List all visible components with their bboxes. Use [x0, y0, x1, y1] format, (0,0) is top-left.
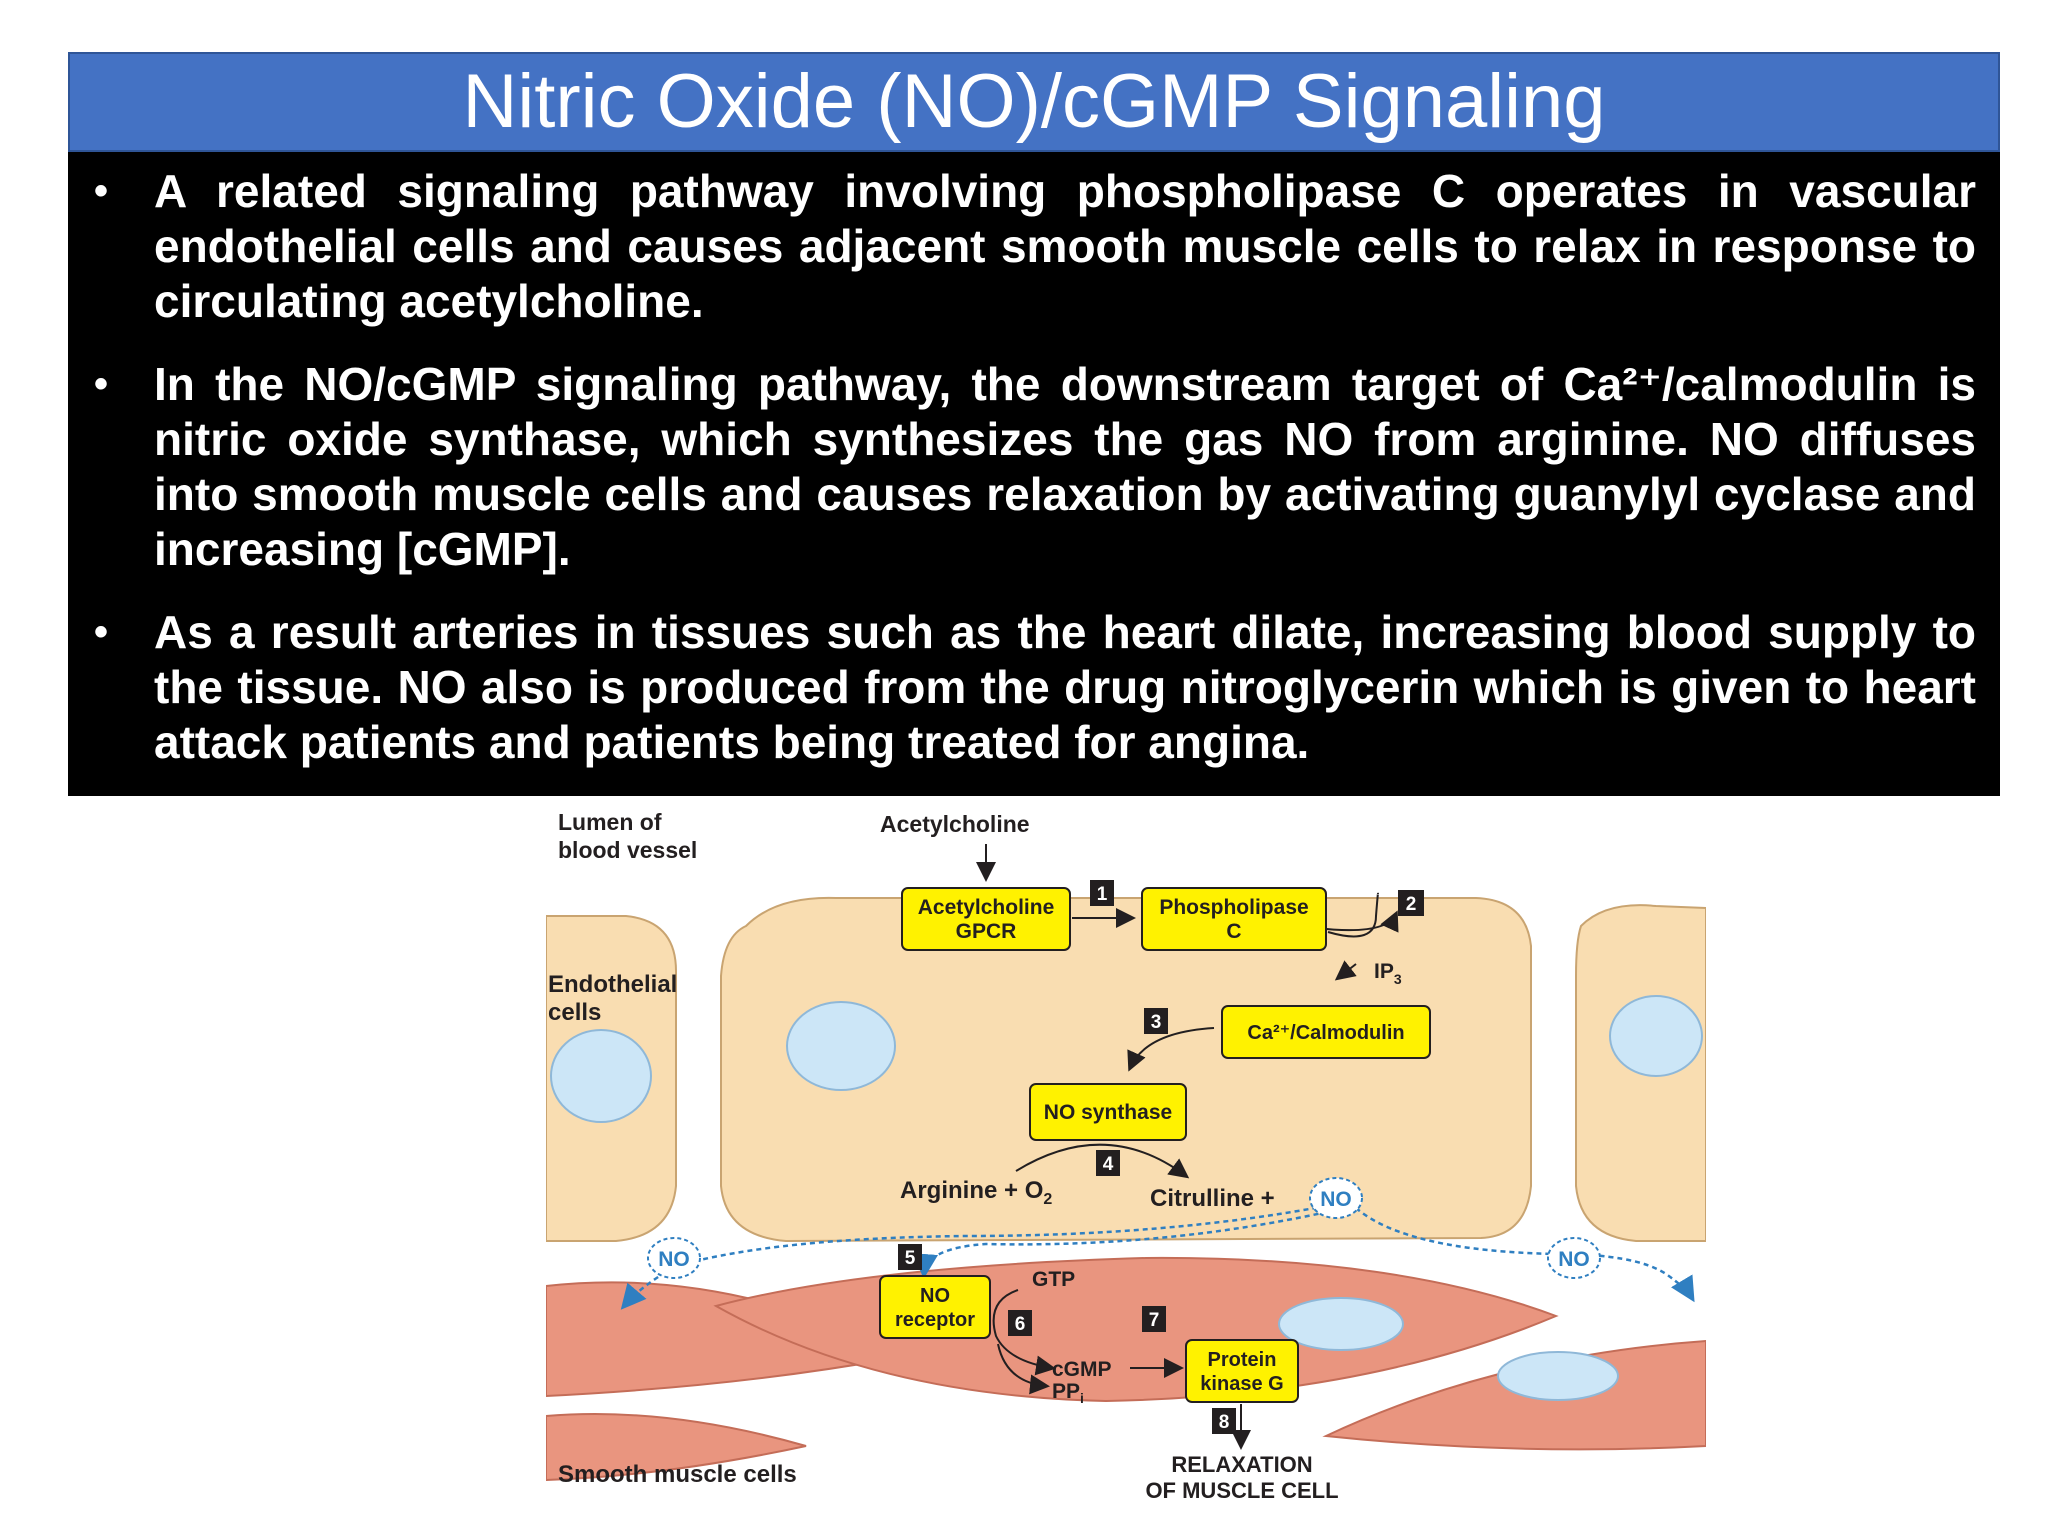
svg-text:4: 4	[1103, 1154, 1114, 1175]
svg-text:7: 7	[1149, 1310, 1160, 1331]
endothelial-label-line2: cells	[548, 999, 601, 1026]
bullet-1-text: A related signaling pathway involving ph…	[154, 165, 1976, 327]
no-receptor-label-line2: receptor	[895, 1309, 975, 1331]
gpcr-label-line2: GPCR	[956, 920, 1017, 943]
step-badge-3: 3	[1144, 1008, 1168, 1034]
svg-text:3: 3	[1151, 1012, 1162, 1033]
svg-text:NO: NO	[1558, 1248, 1590, 1271]
svg-text:8: 8	[1219, 1412, 1230, 1433]
arrow-plc-to-ip3	[1327, 892, 1379, 938]
bullet-panel: • A related signaling pathway involving …	[68, 152, 2000, 796]
step-badge-1: 1	[1090, 880, 1114, 906]
pathway-svg: Acetylcholine GPCR Phospholipase C Ca²⁺/…	[545, 796, 1707, 1508]
svg-text:5: 5	[905, 1248, 916, 1269]
relaxation-label-line2: OF MUSCLE CELL	[1145, 1478, 1338, 1503]
gtp-label: GTP	[1032, 1268, 1075, 1291]
nucleus-left	[550, 1029, 652, 1123]
arginine-label: Arginine + O2	[900, 1177, 1052, 1208]
box-phospholipase-c: Phospholipase C	[1141, 887, 1327, 951]
svg-text:1: 1	[1097, 884, 1108, 905]
bullet-3-text: As a result arteries in tissues such as …	[154, 606, 1976, 768]
nucleus-center	[786, 1001, 896, 1091]
slide-title: Nitric Oxide (NO)/cGMP Signaling	[68, 52, 2000, 152]
box-no-receptor: NO receptor	[879, 1275, 991, 1339]
bullet-2: • In the NO/cGMP signaling pathway, the …	[94, 357, 1976, 577]
endothelial-label-line1: Endothelial	[548, 971, 677, 998]
muscle-nucleus-right	[1497, 1351, 1619, 1401]
plc-label-line2: C	[1226, 920, 1241, 943]
calmodulin-label: Ca²⁺/Calmodulin	[1247, 1022, 1404, 1044]
lumen-label-line2: blood vessel	[558, 837, 697, 863]
muscle-nucleus-center	[1278, 1297, 1404, 1351]
no-bubble-citrulline: NO	[1309, 1177, 1363, 1219]
box-acetylcholine-gpcr: Acetylcholine GPCR	[901, 887, 1071, 951]
nucleus-right	[1609, 995, 1703, 1077]
relaxation-label-line1: RELAXATION	[1171, 1452, 1312, 1477]
svg-text:NO: NO	[658, 1248, 690, 1271]
acetylcholine-label: Acetylcholine	[880, 811, 1030, 837]
pkg-label-line2: kinase G	[1200, 1373, 1283, 1395]
plc-label-line1: Phospholipase	[1159, 896, 1308, 919]
step-badge-5: 5	[898, 1244, 922, 1270]
arrow-gtp-to-cgmp	[992, 1289, 1056, 1376]
bullet-dot: •	[94, 610, 109, 654]
endothelial-cell-center	[720, 896, 1532, 1243]
bullet-1: • A related signaling pathway involving …	[94, 164, 1976, 329]
smooth-muscle-label: Smooth muscle cells	[558, 1461, 797, 1488]
step-badge-4: 4	[1096, 1150, 1120, 1176]
arrow-ip3-to-calmodulin	[1334, 960, 1357, 981]
no-bubble-left: NO	[647, 1237, 701, 1279]
no-diffusion-center	[913, 1208, 1337, 1279]
box-protein-kinase-g: Protein kinase G	[1185, 1339, 1299, 1403]
bullet-2-text: In the NO/cGMP signaling pathway, the do…	[154, 358, 1976, 575]
citrulline-label: Citrulline +	[1150, 1185, 1275, 1212]
ip3-label: IP3	[1374, 960, 1402, 987]
smooth-muscle-lower-left	[545, 1413, 807, 1482]
step-badge-8: 8	[1212, 1408, 1236, 1434]
cgmp-label: cGMP	[1052, 1358, 1112, 1381]
gpcr-label-line1: Acetylcholine	[918, 896, 1055, 919]
box-no-synthase: NO synthase	[1029, 1083, 1187, 1141]
svg-text:NO: NO	[1320, 1188, 1352, 1211]
ppi-label: PPi	[1052, 1380, 1084, 1406]
box-calmodulin: Ca²⁺/Calmodulin	[1221, 1005, 1431, 1059]
bullet-dot: •	[94, 169, 109, 213]
no-cgmp-pathway-diagram: Acetylcholine GPCR Phospholipase C Ca²⁺/…	[545, 796, 1707, 1508]
bullet-dot: •	[94, 362, 109, 406]
pkg-label-line1: Protein	[1208, 1349, 1277, 1371]
step-badge-7: 7	[1142, 1306, 1166, 1332]
arrow-arginine-to-citrulline	[1015, 1143, 1190, 1179]
no-synthase-label: NO synthase	[1044, 1101, 1172, 1124]
arrow-calmodulin-to-synthase	[1127, 1027, 1215, 1072]
no-receptor-label-line1: NO	[920, 1285, 950, 1307]
arrow-to-ppi	[997, 1343, 1050, 1395]
svg-text:6: 6	[1015, 1314, 1026, 1335]
arrow-ip3-curve	[1315, 910, 1399, 933]
lumen-label-line1: Lumen of	[558, 809, 662, 835]
svg-text:2: 2	[1406, 894, 1417, 915]
bullet-3: • As a result arteries in tissues such a…	[94, 605, 1976, 770]
no-bubble-right: NO	[1547, 1237, 1601, 1279]
step-badge-6: 6	[1008, 1310, 1032, 1336]
step-badge-2: 2	[1398, 890, 1424, 916]
